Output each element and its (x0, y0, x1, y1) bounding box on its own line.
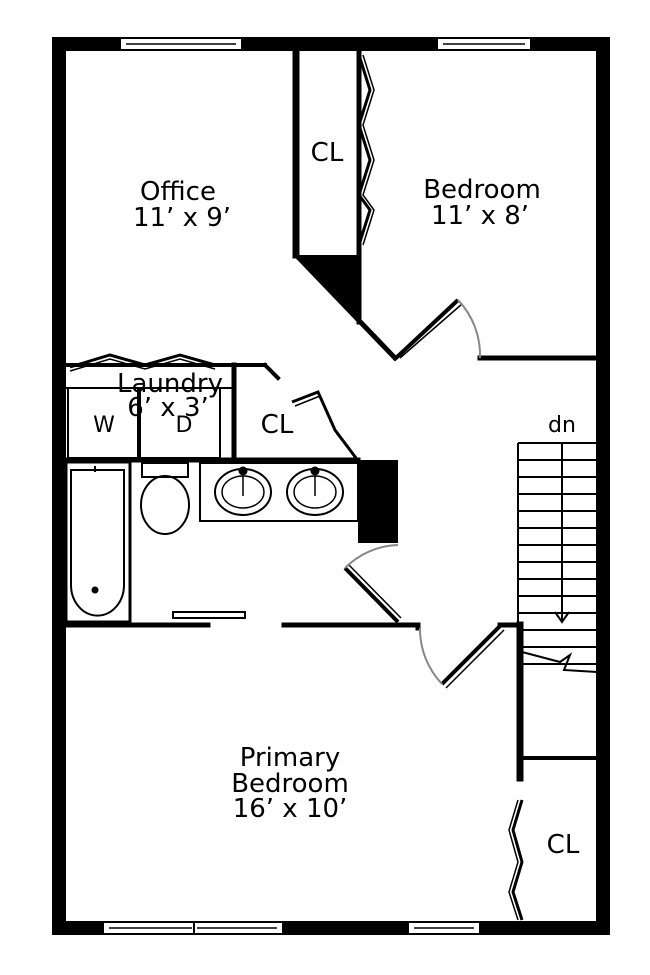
closet-hall-label: CL (261, 410, 294, 440)
toilet-tank (141, 462, 189, 478)
laundry-size: 6’ x 3’ (127, 393, 209, 423)
exterior-walls (52, 37, 610, 935)
closet-doors (69, 54, 524, 921)
solid-blocks (296, 255, 398, 543)
washer-label: W (93, 413, 115, 438)
stairs-down-label: dn (548, 413, 576, 438)
washer-outline (67, 387, 139, 459)
window-office (119, 37, 243, 51)
swing-doors (343, 298, 505, 689)
office-size: 11’ x 9’ (133, 203, 231, 233)
window-bedroom (436, 37, 532, 51)
primary-name-2: Bedroom (231, 769, 349, 799)
window-primary-right (407, 921, 481, 935)
window-primary-left (102, 921, 284, 935)
laundry-name: Laundry (117, 369, 223, 399)
room-labels: Office 11’ x 9’ Bedroom 11’ x 8’ Laundry… (93, 138, 580, 860)
closet-top-label: CL (311, 138, 344, 168)
primary-name: Primary (240, 743, 340, 773)
bathroom-fixtures (64, 460, 359, 624)
dryer-label: D (176, 413, 193, 438)
bedroom-size: 11’ x 8’ (431, 201, 529, 231)
bedroom-name: Bedroom (423, 175, 541, 205)
dryer-outline (139, 387, 221, 459)
bathtub (64, 460, 132, 624)
office-name: Office (140, 177, 216, 207)
laundry-appliances (66, 387, 234, 459)
windows (102, 37, 532, 935)
staircase (517, 442, 598, 673)
closet-primary-label: CL (547, 830, 580, 860)
primary-size: 16’ x 10’ (233, 794, 348, 824)
vanity (199, 462, 359, 522)
toilet-bowl (140, 475, 190, 535)
